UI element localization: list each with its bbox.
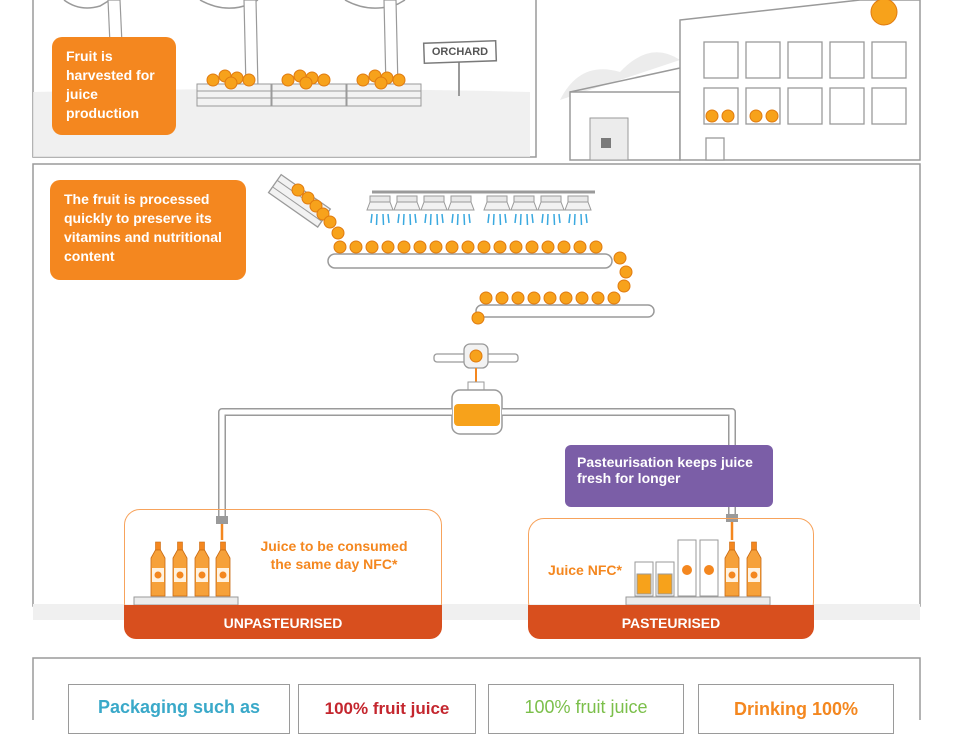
pasteurised-note: Juice NFC* bbox=[548, 562, 622, 578]
unpasteurised-note: Juice to be consumed the same day NFC* bbox=[260, 538, 408, 572]
step-harvest: Fruit is harvested for juice production bbox=[52, 37, 176, 135]
info-card-fruit-juice-red: 100% fruit juice bbox=[298, 684, 476, 734]
step-pasteurise: Pasteurisation keeps juice fresh for lon… bbox=[565, 445, 773, 507]
info-card-packaging: Packaging such as bbox=[68, 684, 290, 734]
band-pasteurised: PASTEURISED bbox=[528, 605, 814, 639]
band-unpasteurised: UNPASTEURISED bbox=[124, 605, 442, 639]
info-card-fruit-juice-green: 100% fruit juice bbox=[488, 684, 684, 734]
info-card-drinking: Drinking 100% bbox=[698, 684, 894, 734]
step-process: The fruit is processed quickly to preser… bbox=[50, 180, 246, 280]
orchard-sign: ORCHARD bbox=[431, 46, 489, 58]
